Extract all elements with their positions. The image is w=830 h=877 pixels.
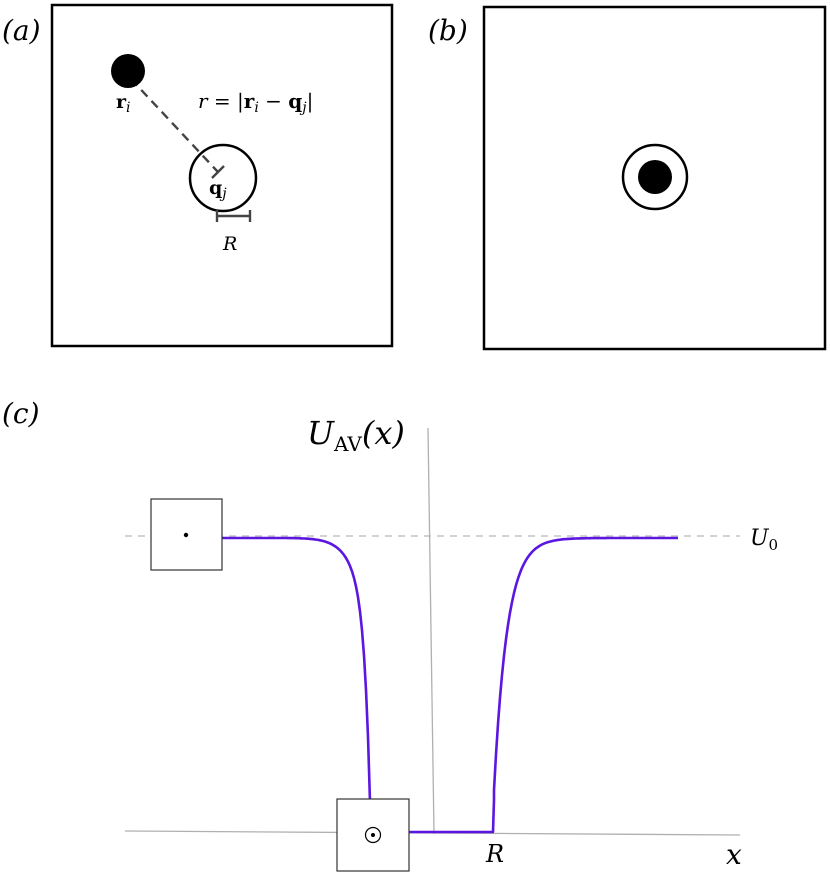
panel-b-frame: [482, 5, 827, 351]
radius-bar: [215, 210, 252, 222]
panel-a-frame: [50, 3, 394, 348]
distance-connector: [130, 78, 219, 173]
inset-far-particle: [183, 532, 189, 538]
particle-at-site: [638, 160, 672, 194]
site-q-j-circle: [188, 143, 258, 213]
q-j-label: qj: [209, 177, 227, 202]
connector-end-tick: [211, 165, 225, 179]
inset-bound-ring: [364, 826, 382, 844]
panel-b: (b): [428, 5, 827, 351]
panel-b-label: (b): [428, 14, 468, 47]
inset-bound-state: [336, 798, 410, 872]
distance-equation: r = |ri − qj|: [198, 89, 313, 116]
y-axis: [427, 427, 435, 835]
x-axis-label: x: [726, 838, 742, 871]
radius-label: R: [222, 233, 237, 255]
inset-bound-particle: [371, 833, 375, 837]
y-axis-label: UAV(x): [307, 414, 405, 456]
particle-r-i: [111, 54, 145, 88]
r-tick-label: R: [485, 840, 504, 868]
inset-far-state: [150, 498, 223, 571]
r-i-label: ri: [116, 91, 131, 116]
panel-c: (c) UAV(x) U0 R x: [2, 397, 778, 872]
panel-c-label: (c): [2, 397, 40, 430]
site-ring: [621, 143, 689, 211]
panel-a-label: (a): [2, 14, 41, 47]
u0-label: U0: [750, 526, 778, 554]
panel-a: (a) ri r = |ri − qj| qj R: [2, 3, 394, 348]
potential-curve: [222, 536, 678, 834]
